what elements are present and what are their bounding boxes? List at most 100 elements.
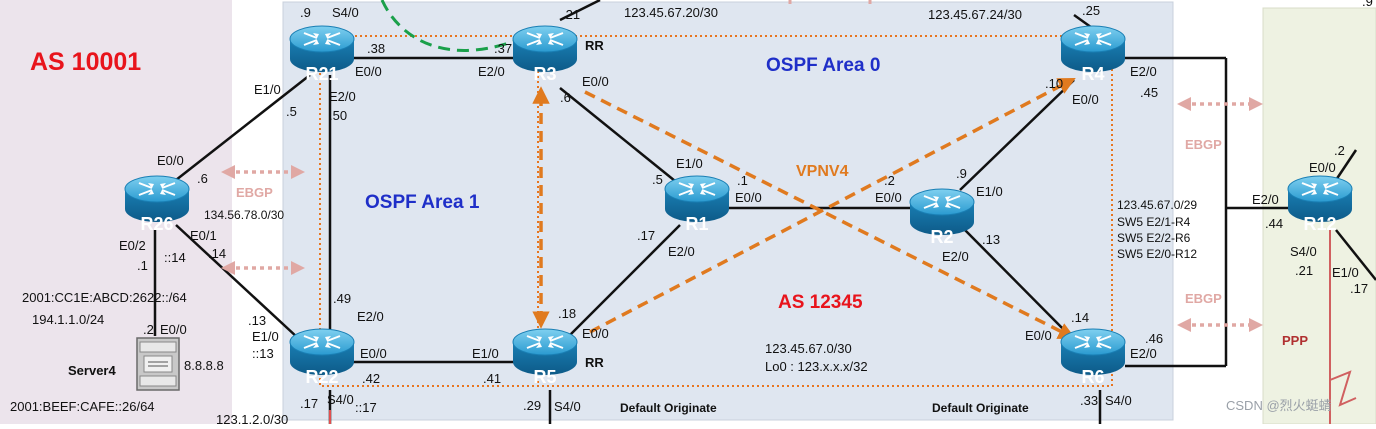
- router-r4[interactable]: R4: [1060, 25, 1126, 84]
- subnet-ipv4-server: 194.1.1.0/24: [32, 312, 104, 327]
- ebgp-label-right-bottom: EBGP: [1185, 291, 1222, 306]
- svg-text:E1/0: E1/0: [976, 184, 1003, 199]
- sw-port-2: SW5 E2/2-R6: [1117, 231, 1191, 245]
- svg-text:.41: .41: [483, 371, 501, 386]
- address-labels: .9 .38 .5 .50 .21 .37 .6 .25 .10 .45 .6 …: [137, 0, 1373, 415]
- router-label: R26: [140, 214, 173, 234]
- router-r3[interactable]: R3: [512, 25, 578, 84]
- svg-text:S4/0: S4/0: [332, 5, 359, 20]
- svg-text:E0/0: E0/0: [1309, 160, 1336, 175]
- svg-text:.2: .2: [884, 173, 895, 188]
- server-name: Server4: [68, 363, 116, 378]
- vpnv4-label: VPNV4: [796, 163, 849, 180]
- svg-text:E2/0: E2/0: [1130, 346, 1157, 361]
- sw-port-1: SW5 E2/1-R4: [1117, 215, 1191, 229]
- interface-labels: S4/0 E0/0 E1/0 E2/0 E2/0 E0/0 E2/0 E0/0 …: [119, 5, 1359, 414]
- svg-text:E1/0: E1/0: [1332, 265, 1359, 280]
- ospf-area1-label: OSPF Area 1: [365, 192, 480, 213]
- default-originate-r5: Default Originate: [620, 401, 717, 415]
- server-ip: 8.8.8.8: [184, 358, 224, 373]
- router-r21[interactable]: R21: [289, 25, 355, 84]
- svg-text:E0/0: E0/0: [157, 153, 184, 168]
- svg-text:E2/0: E2/0: [357, 309, 384, 324]
- svg-text:.5: .5: [652, 172, 663, 187]
- svg-text:::13: ::13: [252, 346, 274, 361]
- svg-text:.17: .17: [1350, 281, 1368, 296]
- router-r26[interactable]: R26: [124, 175, 190, 234]
- router-r2[interactable]: R2: [909, 188, 975, 247]
- svg-text:::17: ::17: [355, 400, 377, 415]
- svg-text:.29: .29: [523, 398, 541, 413]
- svg-text:.10: .10: [1045, 76, 1063, 91]
- svg-text:.2: .2: [1334, 143, 1345, 158]
- svg-text:E2/0: E2/0: [478, 64, 505, 79]
- router-label: R12: [1303, 214, 1336, 234]
- svg-text:S4/0: S4/0: [1105, 393, 1132, 408]
- router-label: R5: [533, 367, 556, 387]
- vpnv4-sessions: [532, 77, 1076, 339]
- router-r22[interactable]: R22: [289, 328, 355, 387]
- svg-text:.17: .17: [637, 228, 655, 243]
- svg-text:E2/0: E2/0: [1252, 192, 1279, 207]
- svg-text:S4/0: S4/0: [327, 392, 354, 407]
- subnet-top-r4: 123.45.67.24/30: [928, 7, 1022, 22]
- router-label: R4: [1081, 64, 1104, 84]
- svg-text:E0/0: E0/0: [735, 190, 762, 205]
- rr-label-r5: RR: [585, 355, 604, 370]
- svg-text:.50: .50: [329, 108, 347, 123]
- as10001-region: [0, 0, 232, 424]
- ospf-area0-label: OSPF Area 0: [766, 55, 880, 76]
- svg-text:.9: .9: [300, 5, 311, 20]
- svg-text:E1/0: E1/0: [676, 156, 703, 171]
- router-r5[interactable]: R5: [512, 328, 578, 387]
- svg-text:E0/1: E0/1: [190, 228, 217, 243]
- router-label: R1: [685, 214, 708, 234]
- as10001-label: AS 10001: [30, 48, 141, 76]
- subnet-r22-r5: 123.45.67.0/30: [765, 341, 852, 356]
- svg-text:.18: .18: [558, 306, 576, 321]
- svg-text:E0/0: E0/0: [582, 74, 609, 89]
- svg-text:E0/0: E0/0: [1072, 92, 1099, 107]
- physical-links: [153, 0, 1376, 424]
- svg-text:.14: .14: [1071, 310, 1089, 325]
- subnet-sw: 123.45.67.0/29: [1117, 198, 1197, 212]
- svg-text:E0/0: E0/0: [160, 322, 187, 337]
- svg-text:E0/0: E0/0: [360, 346, 387, 361]
- svg-text:E0/0: E0/0: [875, 190, 902, 205]
- router-r6[interactable]: R6: [1060, 328, 1126, 387]
- router-label: R22: [305, 367, 338, 387]
- svg-text:E2/0: E2/0: [668, 244, 695, 259]
- svg-text:.6: .6: [560, 90, 571, 105]
- subnet-bottom-left: 123.1.2.0/30: [216, 412, 288, 424]
- svg-text:E0/2: E0/2: [119, 238, 146, 253]
- svg-text:.42: .42: [362, 371, 380, 386]
- router-r12[interactable]: R12: [1287, 175, 1353, 234]
- router-label: R6: [1081, 367, 1104, 387]
- default-originate-r6: Default Originate: [932, 401, 1029, 415]
- ppp-label: PPP: [1282, 333, 1308, 348]
- svg-text:E0/0: E0/0: [1025, 328, 1052, 343]
- router-r1[interactable]: R1: [664, 175, 730, 234]
- svg-text:.13: .13: [248, 313, 266, 328]
- svg-text:.13: .13: [982, 232, 1000, 247]
- svg-text:E2/0: E2/0: [1130, 64, 1157, 79]
- subnet-ipv6-server: 2001:CC1E:ABCD:2622::/64: [22, 290, 187, 305]
- router-label: R3: [533, 64, 556, 84]
- svg-text:E2/0: E2/0: [942, 249, 969, 264]
- loopback-info: Lo0 : 123.x.x.x/32: [765, 359, 868, 374]
- sw-port-3: SW5 E2/0-R12: [1117, 247, 1197, 261]
- svg-text:.49: .49: [333, 291, 351, 306]
- watermark: CSDN @烈火蜓蜻: [1226, 398, 1332, 413]
- subnet-r26: 134.56.78.0/30: [204, 208, 284, 222]
- svg-text:.2: .2: [143, 322, 154, 337]
- svg-text:.14: .14: [208, 246, 226, 261]
- svg-text:.46: .46: [1145, 331, 1163, 346]
- svg-text:.5: .5: [286, 104, 297, 119]
- server4[interactable]: [136, 337, 180, 391]
- svg-text:.6: .6: [197, 171, 208, 186]
- ppp-link: [1329, 230, 1357, 424]
- svg-text:.45: .45: [1140, 85, 1158, 100]
- svg-text:S4/0: S4/0: [554, 399, 581, 414]
